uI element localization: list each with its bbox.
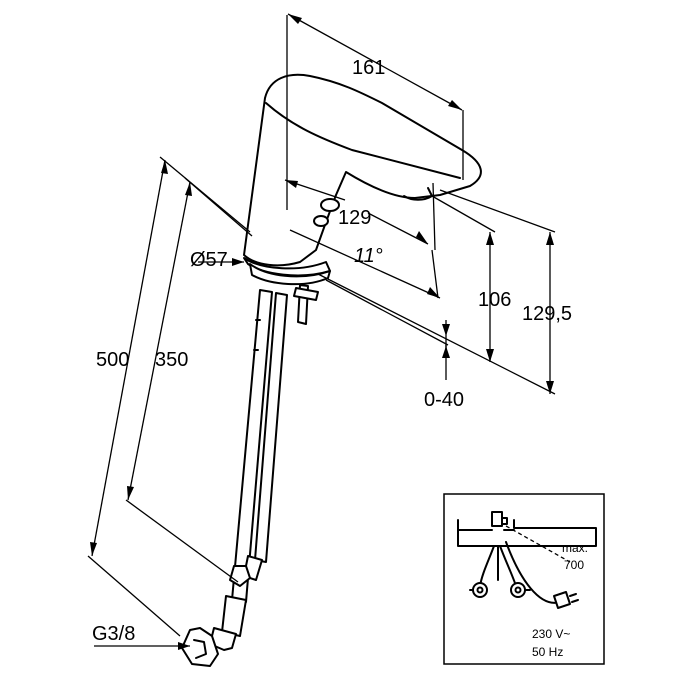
inset-voltage: 230 V~: [532, 627, 570, 641]
dim-deck-range: 0-40: [424, 389, 464, 411]
dimension-labels: 161 129 11° Ø57 500 350 106 129,5 0-40 G…: [92, 57, 572, 645]
supply-hoses: [181, 289, 288, 667]
dim-total-height: 129,5: [522, 303, 572, 325]
inset-frequency: 50 Hz: [532, 645, 563, 659]
dim-spout-reach: 161: [352, 57, 385, 79]
installation-inset: max. 700 230 V~ 50 Hz: [443, 493, 605, 665]
dim-connection: G3/8: [92, 623, 135, 645]
faucet-body: [243, 73, 482, 267]
inset-max-value: 700: [564, 558, 584, 572]
dim-inner-reach: 129: [338, 207, 371, 229]
dim-angle: 11°: [354, 245, 383, 267]
faucet-base: [243, 257, 331, 325]
dim-diameter: Ø57: [190, 249, 228, 271]
sensor-led: [313, 215, 329, 227]
dim-total-length: 500: [96, 349, 129, 371]
sensor-window: [320, 198, 340, 212]
dim-hose-length: 350: [155, 349, 188, 371]
inset-faucet: [491, 511, 503, 527]
dimension-lines: [87, 13, 556, 650]
dim-spout-height: 106: [478, 289, 511, 311]
inset-max-label: max.: [562, 541, 588, 555]
